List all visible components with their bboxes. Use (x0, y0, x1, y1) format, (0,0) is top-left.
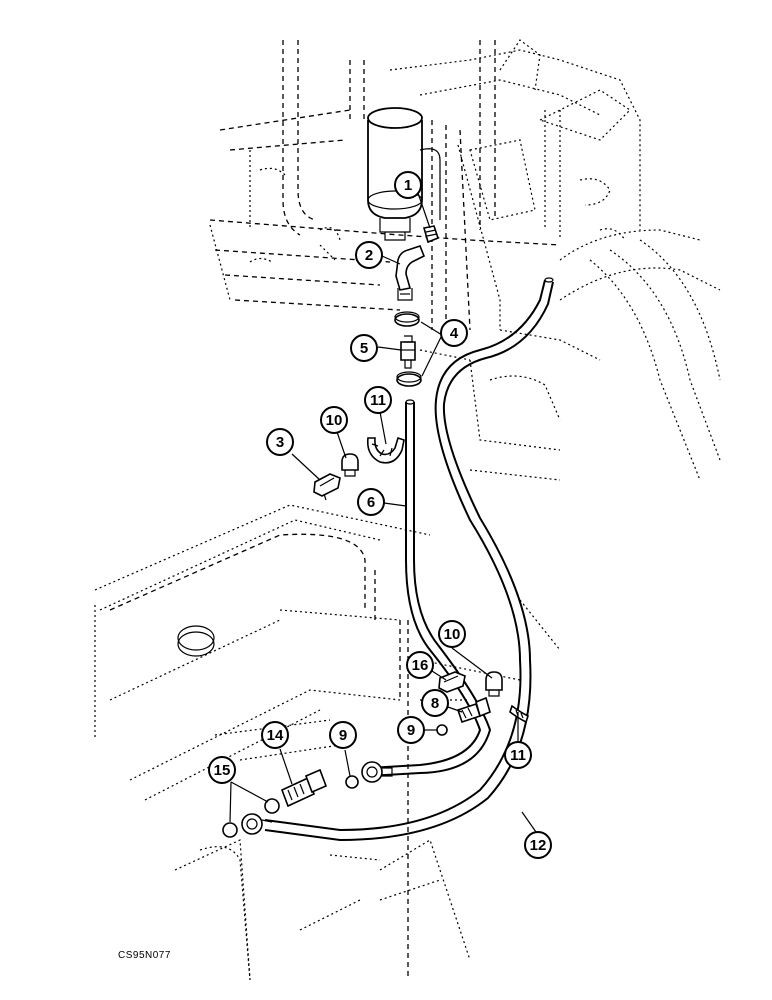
callout-15: 15 (208, 756, 236, 784)
part-15-o-ring-b (222, 822, 238, 838)
callout-11-lower: 11 (504, 741, 532, 769)
callout-8-label: 8 (431, 695, 439, 712)
part-12-hose (264, 277, 554, 842)
callout-15-label: 15 (214, 762, 231, 779)
hose-12-banjo-fitting (241, 813, 273, 835)
part-9-o-ring-b (345, 775, 359, 789)
callout-16-label: 16 (412, 657, 429, 674)
hose-6-banjo-fitting (361, 761, 393, 783)
part-2-elbow (395, 245, 426, 301)
callout-1-label: 1 (404, 177, 412, 194)
callout-12-label: 12 (530, 837, 547, 854)
part-9-o-ring-a (436, 724, 448, 736)
part-3-clip (313, 473, 341, 501)
filter-canister (367, 107, 441, 241)
part-11-sleeve-upper (366, 436, 405, 464)
callout-11-upper-label: 11 (370, 392, 386, 409)
callout-9-left: 9 (329, 721, 357, 749)
callout-2: 2 (355, 241, 383, 269)
part-1-fitting (422, 225, 439, 244)
callout-16: 16 (406, 651, 434, 679)
part-6-hose (367, 399, 492, 777)
callout-10-upper-label: 10 (326, 412, 343, 429)
callout-9-left-label: 9 (339, 727, 347, 744)
part-4-hose-clamp-upper (394, 311, 420, 327)
callout-9-right: 9 (397, 716, 425, 744)
callout-14: 14 (261, 721, 289, 749)
callout-4-label: 4 (450, 325, 459, 342)
part-14-banjo-bolt (280, 768, 328, 808)
callout-11-upper: 11 (364, 386, 392, 414)
part-15-o-ring-a (264, 798, 280, 814)
part-4-hose-clamp-lower (396, 371, 422, 387)
callout-10-lower-label: 10 (444, 626, 461, 643)
callout-3: 3 (266, 428, 294, 456)
callout-14-label: 14 (267, 727, 284, 744)
callout-10-lower: 10 (438, 620, 466, 648)
callout-2-label: 2 (365, 247, 373, 264)
part-8-bolt (456, 696, 491, 724)
part-16-clip (438, 671, 466, 693)
callout-5-label: 5 (360, 340, 368, 357)
callout-11-lower-label: 11 (510, 747, 526, 764)
callout-12: 12 (524, 831, 552, 859)
callout-5: 5 (350, 334, 378, 362)
callout-4: 4 (440, 319, 468, 347)
part-5-connector (400, 335, 416, 369)
part-10-clip-upper (341, 453, 359, 477)
callout-9-right-label: 9 (407, 722, 415, 739)
part-11-sleeve-lower (509, 704, 529, 724)
drawing-code: CS95N077 (118, 950, 171, 961)
callout-6-label: 6 (367, 494, 375, 511)
callout-10-upper: 10 (320, 406, 348, 434)
callout-6: 6 (357, 488, 385, 516)
callout-3-label: 3 (276, 434, 284, 451)
leader-lines (229, 192, 537, 833)
callout-1: 1 (394, 171, 422, 199)
callout-8: 8 (421, 689, 449, 717)
